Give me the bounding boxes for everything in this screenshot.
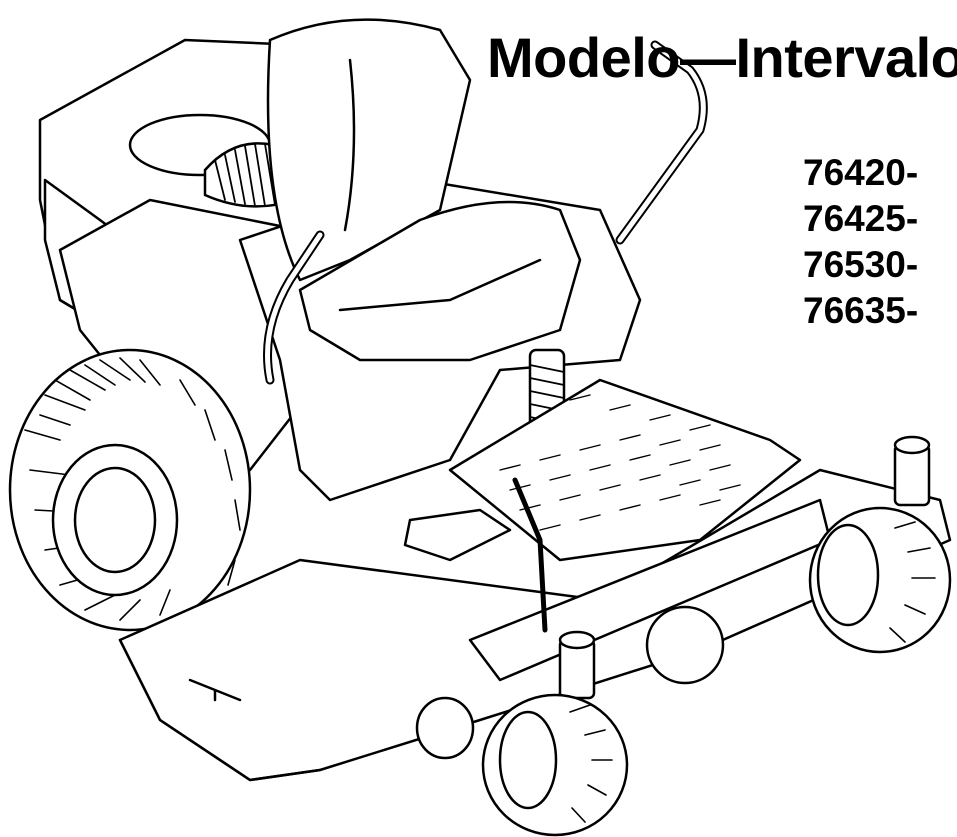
caster-hub-front — [500, 712, 556, 808]
pedal-arm — [515, 480, 545, 630]
caster-post-right-top — [895, 437, 929, 453]
deck-handle — [190, 680, 240, 700]
model-number: 76420- — [803, 152, 919, 193]
foot-pedal — [405, 510, 510, 560]
lever-right-inner — [620, 45, 703, 240]
model-number: 76530- — [803, 244, 919, 285]
deck-edge — [120, 640, 320, 780]
foot-platform — [450, 380, 800, 560]
caster-tread-right — [890, 522, 935, 642]
shock-spring — [530, 365, 564, 437]
caster-hub-right — [818, 525, 878, 625]
caster-post-front-top — [560, 632, 594, 648]
lever-left-inner — [268, 235, 321, 380]
rear-hub-inner — [75, 468, 155, 572]
roller-right — [647, 607, 723, 683]
model-range-list: 76420- 76425- 76530- 76635- — [803, 150, 918, 334]
seat-cushion — [300, 202, 580, 360]
caster-tread-front — [570, 705, 612, 822]
model-number: 76635- — [803, 290, 919, 331]
engine-fan-fins — [215, 144, 285, 206]
roller-left — [417, 698, 473, 758]
page-title: Modelo—Intervalo — [487, 26, 957, 89]
seat-back-crease — [345, 60, 354, 230]
model-number: 76425- — [803, 198, 919, 239]
seat-crease — [340, 260, 540, 310]
